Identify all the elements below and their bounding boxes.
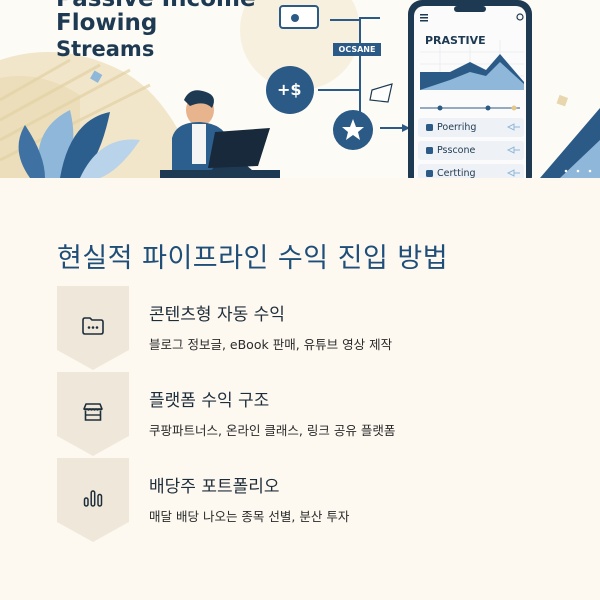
hero-illustration: Passive Income Flowing Streams OCSANE +$… [0,0,600,178]
folder-icon [82,317,104,335]
method-desc: 매달 배당 나오는 종목 선별, 분산 투자 [149,509,350,524]
chevron-badge [57,458,129,542]
content-section: 현실적 파이프라인 수익 진입 방법 콘텐츠형 자동 수익 블로그 정보글, e… [0,178,600,600]
leaves-plant [18,110,140,178]
phone-mockup [408,0,532,178]
method-title: 플랫폼 수익 구조 [149,391,270,411]
phone-row-1: Poerrihg [437,122,477,133]
method-item-content: 콘텐츠형 자동 수익 블로그 정보글, eBook 판매, 유튜브 영상 제작 [57,286,557,370]
storefront-icon [83,403,103,421]
ocsane-tag: OCSANE [333,43,381,56]
method-title: 콘텐츠형 자동 수익 [149,305,285,325]
person-with-laptop [160,90,280,178]
method-desc: 블로그 정보글, eBook 판매, 유튜브 영상 제작 [149,337,393,352]
method-desc: 쿠팡파트너스, 온라인 클래스, 링크 공유 플랫폼 [149,423,396,438]
note-icon [369,83,393,103]
bar-chart-icon [83,490,103,507]
chat-bubble-icon [279,5,319,29]
plus-dollar-label: +$ [277,80,302,99]
method-title: 배당주 포트폴리오 [149,477,280,497]
phone-row-3: Certting [437,168,476,178]
hero-title-line1: Flowing [56,10,158,36]
chevron-badge [57,372,129,456]
phone-row-2: Psscone [437,145,476,156]
hero-title-line2: Streams [56,37,155,61]
hero-artwork [0,0,600,178]
method-item-dividend: 배당주 포트폴리오 매달 배당 나오는 종목 선별, 분산 투자 [57,458,557,542]
hero-title: Passive Income Flowing Streams [56,0,256,62]
plus-dollar-badge [266,66,314,114]
hero-title-cut: Passive Income [56,0,256,12]
phone-title: PRASTIVE [425,34,486,47]
method-item-platform: 플랫폼 수익 구조 쿠팡파트너스, 온라인 클래스, 링크 공유 플랫폼 [57,372,557,456]
page-title: 현실적 파이프라인 수익 진입 방법 [57,243,449,274]
